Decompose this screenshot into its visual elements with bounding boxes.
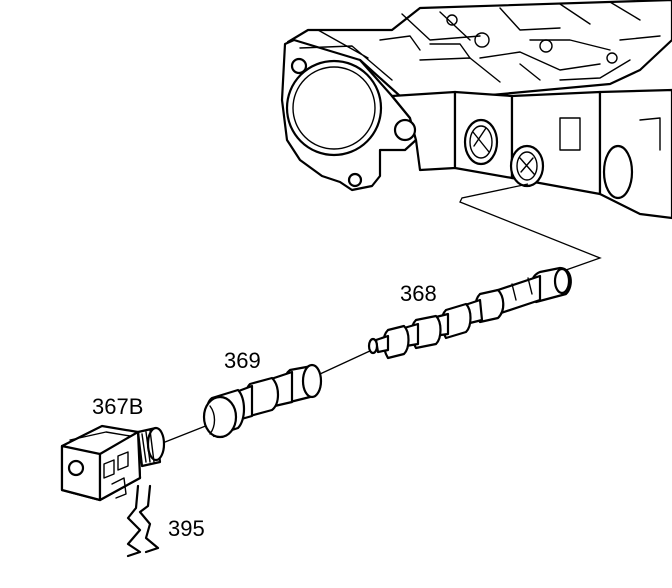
valve xyxy=(319,266,572,375)
valve-axis-line xyxy=(319,349,373,375)
callout-clip: 395 xyxy=(168,516,205,541)
callout-valve: 368 xyxy=(400,281,437,306)
callout-spring: 369 xyxy=(224,348,261,373)
callout-solenoid: 367B xyxy=(92,394,143,419)
retainer-clip xyxy=(126,484,160,558)
solenoid xyxy=(60,424,166,502)
valve-body xyxy=(280,0,672,220)
bore-alignment-line xyxy=(459,183,602,271)
spring xyxy=(159,363,323,445)
